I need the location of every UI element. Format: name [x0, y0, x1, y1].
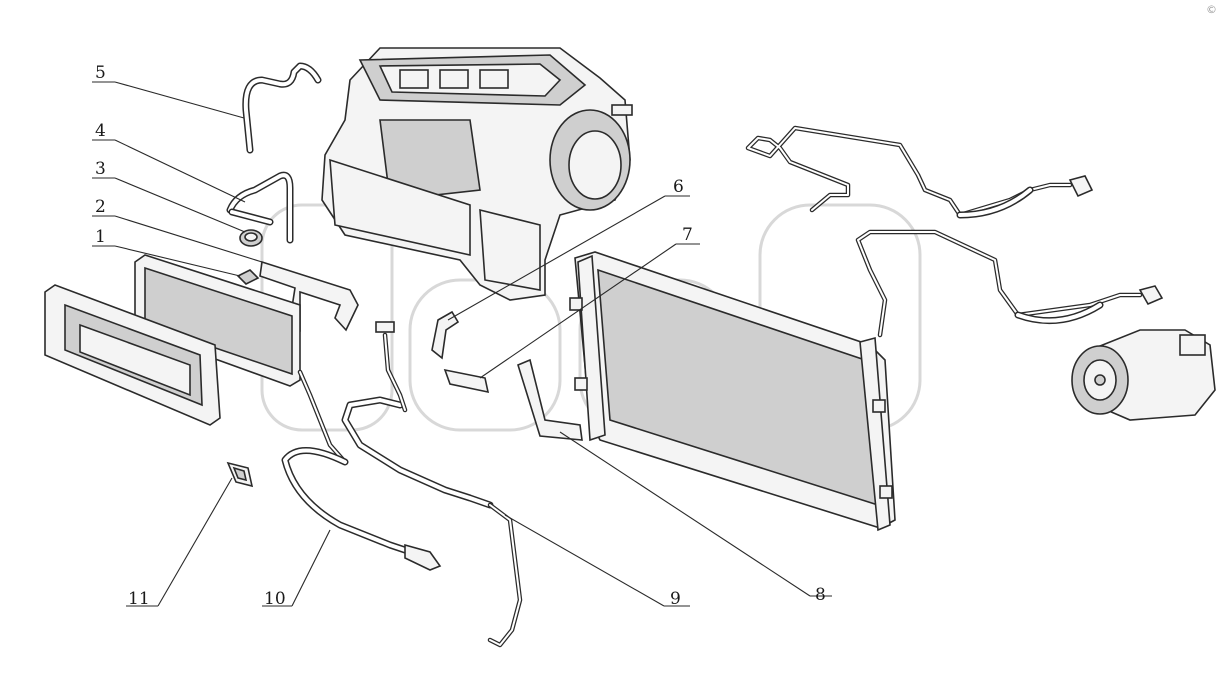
callout-11: 11: [128, 589, 150, 609]
callout-1: 1: [95, 227, 106, 247]
part-9-pipe: [341, 321, 523, 648]
callout-9: 9: [670, 589, 681, 609]
callout-leaders: [92, 81, 832, 607]
watermark-tm: ™: [878, 228, 889, 241]
ac-compressor: [1071, 329, 1216, 421]
part-8-bracket: [517, 358, 583, 441]
callout-5: 5: [95, 63, 106, 83]
filter-cover: [44, 284, 221, 426]
callout-6: 6: [673, 177, 684, 197]
hvac-housing: [321, 47, 633, 301]
part-5-heater-hose: [242, 62, 322, 154]
part-11-clip: [226, 461, 254, 488]
part-1-clip: [236, 269, 260, 285]
ac-pipe-upper: [745, 125, 1094, 219]
callout-labels: 5 4 3 2 1 6 7 8 9 10 11: [95, 63, 826, 609]
cabin-filter: [134, 254, 301, 387]
part-2-bracket: [259, 260, 359, 332]
callout-2: 2: [95, 197, 106, 217]
part-3-grommet: [239, 229, 263, 247]
ac-pipe-lower: [855, 229, 1164, 338]
callout-4: 4: [95, 121, 106, 141]
part-6-bracket: [431, 310, 460, 360]
callout-10: 10: [264, 589, 286, 609]
callout-8: 8: [815, 585, 826, 605]
condenser: [569, 251, 896, 532]
callout-3: 3: [95, 159, 106, 179]
part-4-hose: [226, 171, 294, 244]
callout-7: 7: [682, 225, 693, 245]
part-7-bracket: [443, 368, 490, 394]
part-10-hose: [281, 369, 442, 571]
corner-mark: ©: [1206, 3, 1217, 16]
